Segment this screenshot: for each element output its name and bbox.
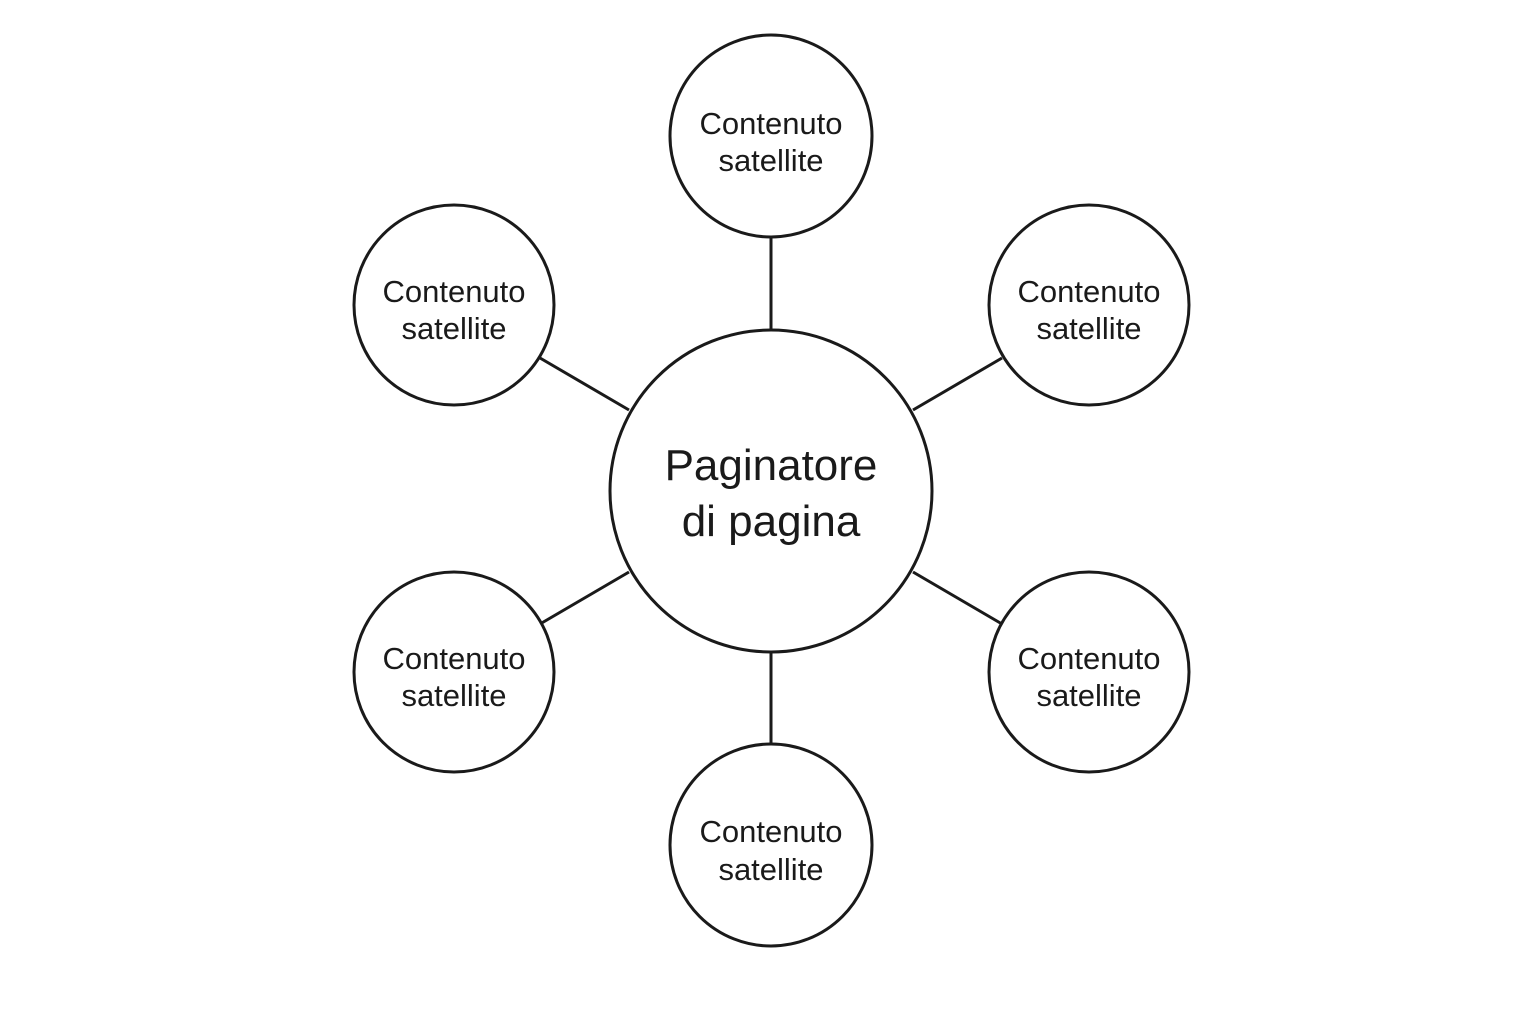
satellite-label-line1: Contenuto	[1017, 274, 1160, 309]
connector-bottom-left	[539, 570, 630, 626]
svg-text:Paginatore: Paginatore	[665, 441, 878, 490]
satellite-label-line1: Contenuto	[1017, 641, 1160, 676]
satellite-node-top-left: Contenuto satellite	[352, 203, 556, 407]
connectors	[539, 237, 1003, 745]
satellite-label-line2: satellite	[401, 311, 506, 346]
satellite-node-bottom-left: Contenuto satellite	[352, 570, 556, 774]
satellite-label-line1: Contenuto	[699, 814, 842, 849]
satellite-circle	[352, 570, 556, 774]
hub-circle	[608, 328, 934, 654]
svg-text:satellite: satellite	[718, 143, 823, 178]
hub-label-line2: di pagina	[682, 497, 861, 546]
satellite-node-top: Contenuto satellite	[668, 33, 874, 239]
svg-text:satellite: satellite	[718, 852, 823, 887]
hub-label-line1: Paginatore	[665, 441, 878, 490]
svg-text:Contenuto: Contenuto	[699, 106, 842, 141]
svg-text:di pagina: di pagina	[682, 497, 861, 546]
satellite-circle	[987, 570, 1191, 774]
satellite-label-line1: Contenuto	[699, 106, 842, 141]
satellite-label-line2: satellite	[1036, 678, 1141, 713]
svg-text:Contenuto: Contenuto	[699, 814, 842, 849]
satellite-node-bottom: Contenuto satellite	[668, 742, 874, 948]
satellite-circle	[668, 742, 874, 948]
svg-text:Contenuto: Contenuto	[382, 274, 525, 309]
satellite-label-line1: Contenuto	[382, 641, 525, 676]
svg-text:satellite: satellite	[1036, 678, 1141, 713]
connector-top-left	[539, 356, 630, 412]
svg-text:satellite: satellite	[401, 678, 506, 713]
connector-bottom-right	[912, 570, 1003, 626]
satellite-label-line1: Contenuto	[382, 274, 525, 309]
satellite-label-line2: satellite	[718, 143, 823, 178]
satellite-circle	[668, 33, 874, 239]
hub-node: Paginatore di pagina	[608, 328, 934, 654]
satellite-label-line2: satellite	[1036, 311, 1141, 346]
svg-text:satellite: satellite	[1036, 311, 1141, 346]
satellite-node-top-right: Contenuto satellite	[987, 203, 1191, 407]
satellite-circle	[352, 203, 556, 407]
satellite-circle	[987, 203, 1191, 407]
satellite-label-line2: satellite	[401, 678, 506, 713]
svg-text:Contenuto: Contenuto	[382, 641, 525, 676]
svg-text:satellite: satellite	[401, 311, 506, 346]
svg-text:Contenuto: Contenuto	[1017, 641, 1160, 676]
satellite-label-line2: satellite	[718, 852, 823, 887]
satellite-node-bottom-right: Contenuto satellite	[987, 570, 1191, 774]
connector-top-right	[912, 356, 1003, 412]
svg-text:Contenuto: Contenuto	[1017, 274, 1160, 309]
